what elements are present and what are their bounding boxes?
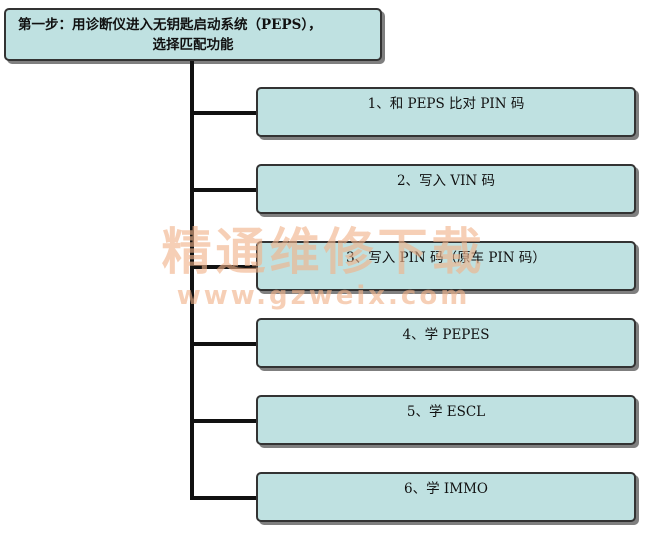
step-one-box: 第一步：用诊断仪进入无钥匙启动系统（PEPS）， 选择匹配功能 xyxy=(4,8,382,61)
step-box-2: 2、写入 VIN 码 xyxy=(256,164,636,214)
step-one-line2: 选择匹配功能 xyxy=(152,37,234,53)
step-label-4: 4、学 PEPES xyxy=(402,327,490,343)
connector-branch-5 xyxy=(190,419,256,423)
step-label-1: 1、和 PEPS 比对 PIN 码 xyxy=(367,96,525,112)
step-box-3: 3、写入 PIN 码（原车 PIN 码） xyxy=(256,241,636,291)
connector-branch-1 xyxy=(190,111,256,115)
connector-branch-4 xyxy=(190,342,256,346)
step-box-4: 4、学 PEPES xyxy=(256,318,636,368)
step-one-line1: 第一步：用诊断仪进入无钥匙启动系统（PEPS）， xyxy=(18,17,322,33)
step-box-6: 6、学 IMMO xyxy=(256,472,636,522)
connector-branch-2 xyxy=(190,188,256,192)
step-box-1: 1、和 PEPS 比对 PIN 码 xyxy=(256,87,636,137)
step-label-3: 3、写入 PIN 码（原车 PIN 码） xyxy=(346,250,546,266)
connector-trunk xyxy=(190,61,194,500)
connector-branch-6 xyxy=(190,496,256,500)
step-label-5: 5、学 ESCL xyxy=(406,404,486,420)
step-label-2: 2、写入 VIN 码 xyxy=(396,173,496,189)
step-label-6: 6、学 IMMO xyxy=(404,481,488,497)
step-box-5: 5、学 ESCL xyxy=(256,395,636,445)
connector-branch-3 xyxy=(190,265,256,269)
